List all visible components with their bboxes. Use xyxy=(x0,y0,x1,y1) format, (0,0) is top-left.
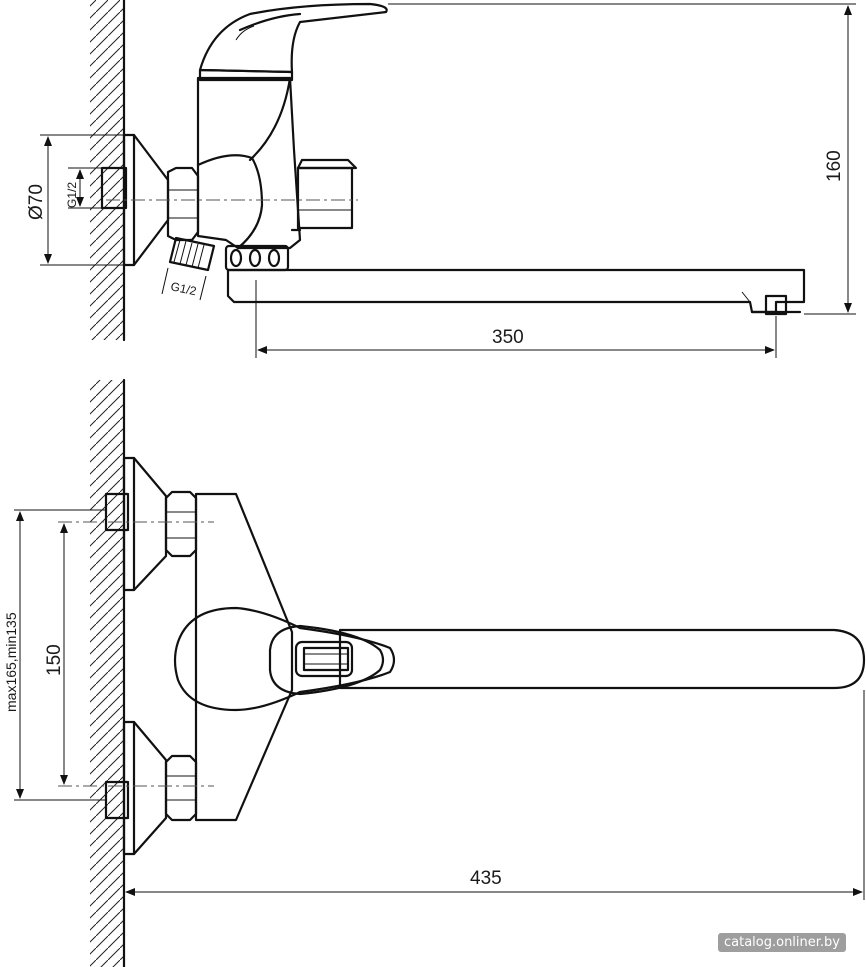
dim-total-length-top: 435 xyxy=(125,690,865,900)
dim-height-label: 160 xyxy=(824,150,845,182)
watermark: catalog.onliner.by xyxy=(717,933,846,952)
dim-center-distance-label: 150 xyxy=(44,644,65,676)
outlet-fitting-side xyxy=(168,236,216,272)
swivel-ring-side xyxy=(224,244,290,272)
lever-handle-side xyxy=(198,2,388,82)
side-view: Ø70 G1/2 G1/2 160 350 xyxy=(26,0,856,358)
hex-nut-side xyxy=(166,166,200,242)
dim-total-length-label: 435 xyxy=(470,868,502,889)
spout-side xyxy=(226,268,806,316)
faucet-body-top xyxy=(194,492,294,822)
wall-top xyxy=(90,378,126,967)
dim-thread-inlet-side: G1/2 xyxy=(65,167,102,209)
faucet-body-side xyxy=(196,76,302,250)
dim-thread-outlet-label: G1/2 xyxy=(169,279,198,298)
dim-thread-outlet-side: G1/2 xyxy=(161,267,207,301)
top-view: max165,min135 150 435 xyxy=(3,378,866,967)
dim-thread-inlet-label: G1/2 xyxy=(65,182,79,208)
dim-diameter-label: Ø70 xyxy=(26,184,47,220)
lever-handle-top xyxy=(173,606,396,712)
dim-height-side: 160 xyxy=(388,3,856,315)
dim-diameter-side: Ø70 xyxy=(26,134,124,266)
dim-adjust-range-top: max165,min135 xyxy=(3,509,106,801)
spout-top xyxy=(338,628,866,690)
dim-spout-reach-side: 350 xyxy=(255,280,777,358)
dim-adjust-range-label: max165,min135 xyxy=(3,612,19,712)
dim-center-distance-top: 150 xyxy=(44,523,68,785)
diverter-knob-side xyxy=(290,158,358,232)
wall-side xyxy=(90,0,126,342)
dim-spout-reach-label: 350 xyxy=(492,327,524,348)
